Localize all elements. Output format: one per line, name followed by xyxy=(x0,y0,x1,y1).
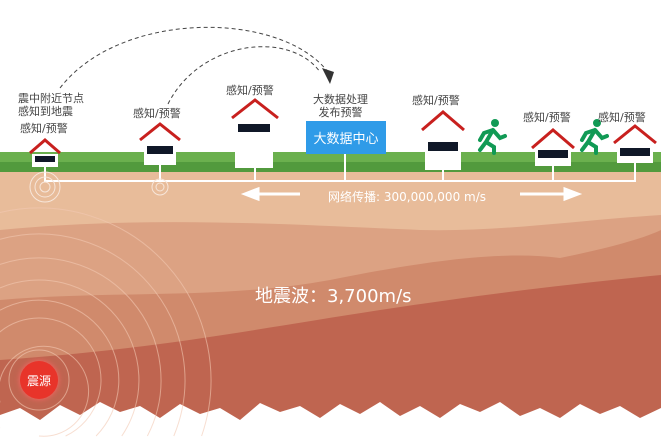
house-icon xyxy=(613,124,657,163)
seismic-wave-ring xyxy=(0,279,140,437)
seismic-wave-ring xyxy=(0,257,162,437)
seismic-wave-ring xyxy=(0,207,212,437)
houses xyxy=(29,98,657,170)
soil-deep-layer xyxy=(0,275,661,438)
house-icon xyxy=(29,138,61,167)
label-line: 发布预警 xyxy=(318,106,363,119)
arrowhead-icon xyxy=(322,68,334,84)
house-icon xyxy=(531,128,575,166)
seismic-wave-ring xyxy=(0,317,102,437)
ground-grass-dark xyxy=(0,162,661,172)
data-center-box: 大数据中心 xyxy=(306,121,386,154)
seismic-wave-rings xyxy=(0,207,212,437)
cross-section-edge xyxy=(0,402,661,438)
network-line xyxy=(44,154,636,182)
label-line: 大数据处理 xyxy=(313,93,368,106)
label-sense-warn: 感知/预警 xyxy=(133,107,181,120)
house-icon xyxy=(421,110,465,170)
seismic-wave-ring xyxy=(8,349,70,411)
data-flow-arcs xyxy=(59,26,329,105)
network-arrows xyxy=(240,186,583,202)
label-line: 震中附近节点 xyxy=(18,92,84,105)
seismic-wave-ring xyxy=(0,345,90,437)
label-sense-warn: 感知/预警 xyxy=(20,122,68,135)
runner-icon xyxy=(580,119,609,155)
seismic-wave-ring xyxy=(0,233,186,437)
label-sense-warn: 感知/预警 xyxy=(412,94,460,107)
house-icon xyxy=(139,122,181,165)
label-sense-warn: 感知/预警 xyxy=(598,111,646,124)
house-icon xyxy=(231,98,279,168)
seismic-wave-ring xyxy=(0,299,120,437)
seismic-speed-label: 地震波：3,700m/s xyxy=(255,286,412,307)
label-sense-warn: 感知/预警 xyxy=(226,84,274,97)
sensor-rings xyxy=(29,171,169,203)
label-sense-warn: 感知/预警 xyxy=(523,111,571,124)
epicenter-marker: 震源 xyxy=(20,361,58,399)
network-speed-label: 网络传播: 300,000,000 m/s xyxy=(328,190,486,204)
runner-icon xyxy=(478,119,507,155)
label-epicenter-node: 震中附近节点感知到地震 xyxy=(18,92,84,118)
label-line: 感知到地震 xyxy=(18,105,73,118)
label-data-process: 大数据处理发布预警 xyxy=(313,93,368,119)
